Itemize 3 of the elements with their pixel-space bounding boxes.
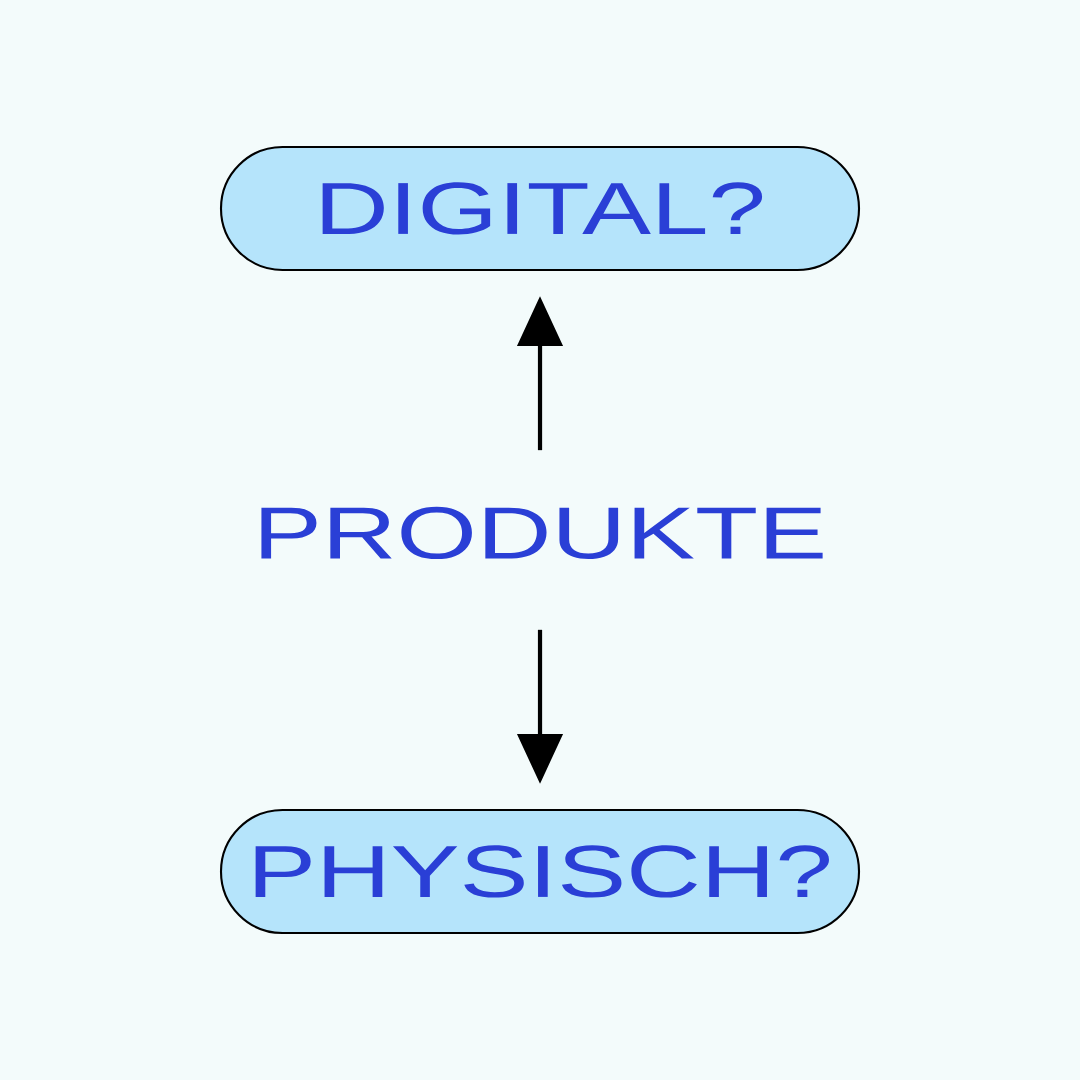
rounded-box: DIGITAL?	[219, 145, 861, 272]
rounded-box: PHYSISCH?	[219, 808, 861, 935]
text-label: PRODUKTE	[261, 506, 823, 560]
